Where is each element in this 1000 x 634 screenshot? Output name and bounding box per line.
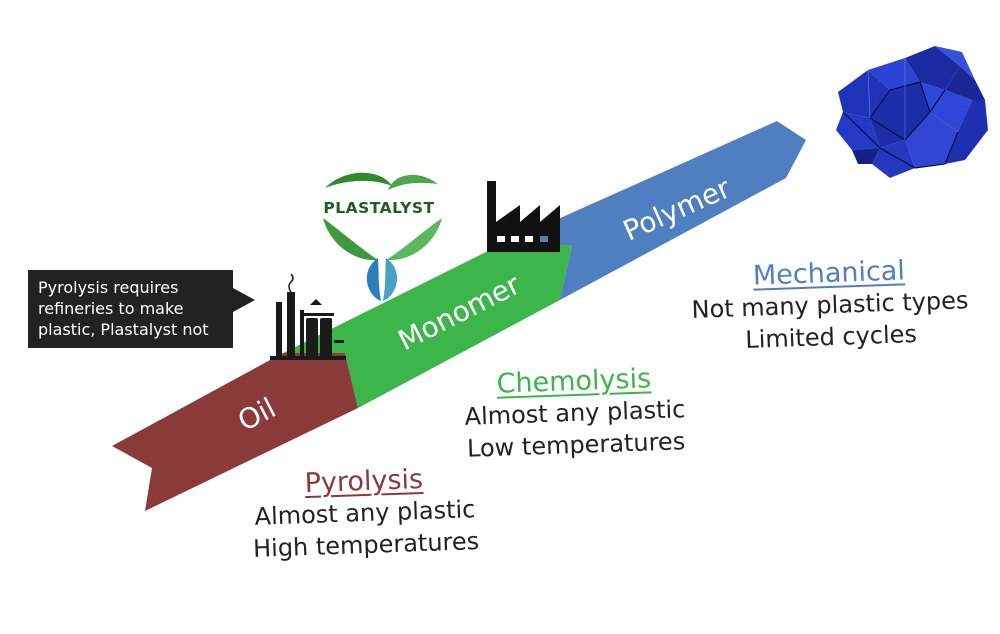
oil-band-segment [112, 353, 358, 511]
mechanical-method: Mechanical Not many plastic types Limite… [678, 253, 981, 358]
plastic-pellets-image [836, 46, 988, 178]
polymer-band-segment [500, 121, 806, 300]
chemolysis-method: Chemolysis Almost any plastic Low temper… [443, 361, 706, 465]
refinery-callout: Pyrolysis requires refineries to make pl… [28, 270, 233, 348]
plastalyst-logo-text: PLASTALYST [323, 199, 435, 217]
factory-icon [487, 181, 560, 252]
pyrolysis-method: Pyrolysis Almost any plastic High temper… [233, 461, 496, 565]
refinery-icon [270, 273, 346, 360]
callout-line: refineries to make [38, 299, 184, 318]
monomer-band-segment [283, 245, 572, 408]
plastalyst-leaf-logo [323, 172, 442, 301]
callout-line: Pyrolysis requires [38, 278, 179, 297]
callout-pointer [233, 288, 255, 312]
callout-line: plastic, Plastalyst not [38, 320, 209, 339]
